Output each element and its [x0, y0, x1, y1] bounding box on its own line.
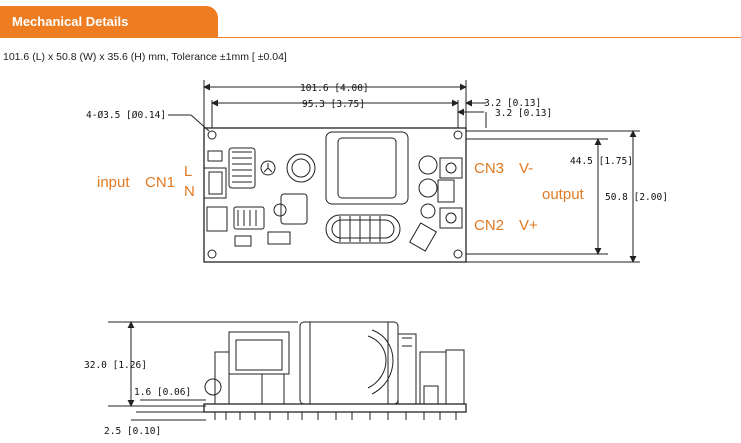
- section-title: Mechanical Details: [12, 14, 129, 29]
- label-n: N: [184, 183, 195, 200]
- spec-line: 101.6 (L) x 50.8 (W) x 35.6 (H) mm, Tole…: [3, 51, 287, 63]
- label-cn1: CN1: [145, 174, 175, 191]
- label-v-minus: V-: [519, 160, 533, 177]
- dim-hole: 4-Ø3.5 [Ø0.14]: [86, 110, 166, 121]
- label-v-plus: V+: [519, 217, 538, 234]
- dim-overall-length: 101.6 [4.00]: [300, 83, 369, 94]
- top-view-dimensions: [168, 80, 640, 263]
- section-tab: Mechanical Details: [0, 6, 218, 38]
- dim-pin-a: 1.6 [0.06]: [134, 387, 191, 398]
- pcb-side-view: [108, 321, 467, 421]
- header-rule: [0, 37, 741, 38]
- dim-height: 32.0 [1.26]: [84, 360, 147, 371]
- label-cn3: CN3: [474, 160, 504, 177]
- pcb-top-view: [203, 127, 467, 263]
- label-input: input: [97, 174, 130, 191]
- label-cn2: CN2: [474, 217, 504, 234]
- dim-hole-offset-b: 3.2 [0.13]: [495, 108, 552, 119]
- dim-hole-offset-a: 3.2 [0.13]: [484, 98, 541, 109]
- dim-pin-b: 2.5 [0.10]: [104, 426, 161, 437]
- label-output: output: [542, 186, 585, 203]
- section-header: Mechanical Details: [0, 6, 741, 38]
- dim-hole-spacing: 95.3 [3.75]: [302, 99, 365, 110]
- dim-inner-width: 44.5 [1.75]: [570, 156, 633, 167]
- label-l: L: [184, 163, 192, 180]
- dim-overall-width: 50.8 [2.00]: [605, 192, 668, 203]
